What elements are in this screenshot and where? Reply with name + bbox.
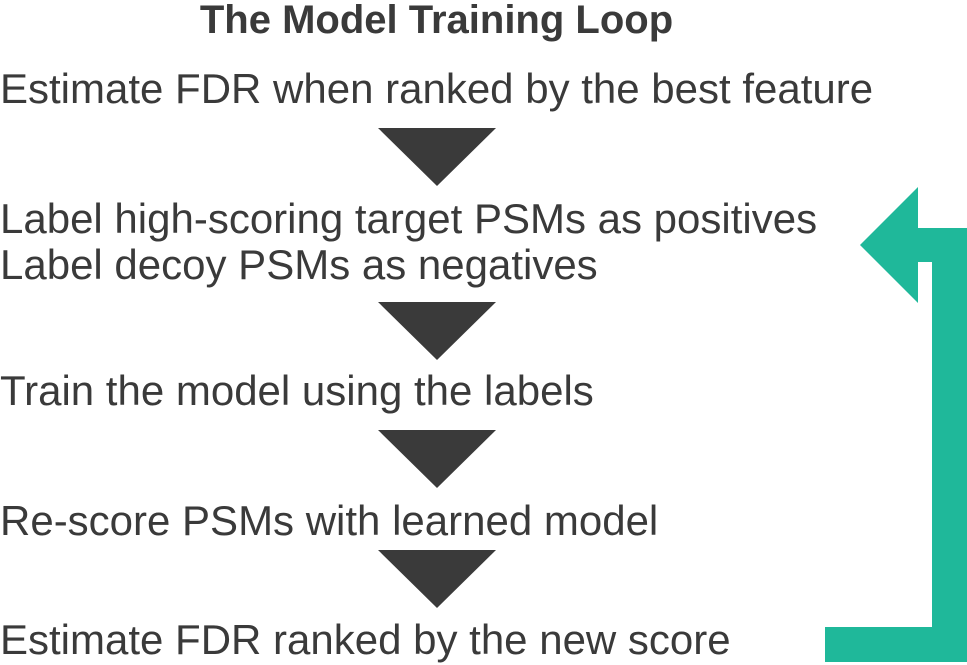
step-4-line-1: Re-score PSMs with learned model: [0, 497, 659, 544]
loop-back-arrow-icon: [825, 187, 967, 662]
step-4-rescore-psms: Re-score PSMs with learned model: [0, 498, 658, 544]
step-2-label-psms: Label high-scoring target PSMs as positi…: [0, 196, 817, 288]
step-3-line-1: Train the model using the labels: [0, 367, 594, 414]
down-arrow-icon: [378, 128, 496, 186]
diagram-title: The Model Training Loop: [199, 0, 674, 42]
step-1-line-1: Estimate FDR when ranked by the best fea…: [0, 65, 874, 112]
step-2-line-1: Label high-scoring target PSMs as positi…: [0, 195, 818, 242]
step-1-estimate-fdr-best-feature: Estimate FDR when ranked by the best fea…: [0, 66, 873, 112]
step-3-train-model: Train the model using the labels: [0, 368, 594, 414]
step-5-estimate-fdr-new-score: Estimate FDR ranked by the new score: [0, 617, 731, 663]
down-arrow-icon: [378, 430, 496, 488]
step-5-line-1: Estimate FDR ranked by the new score: [0, 616, 731, 663]
step-2-line-2: Label decoy PSMs as negatives: [0, 241, 598, 288]
down-arrow-icon: [378, 550, 496, 608]
down-arrow-icon: [378, 302, 496, 360]
